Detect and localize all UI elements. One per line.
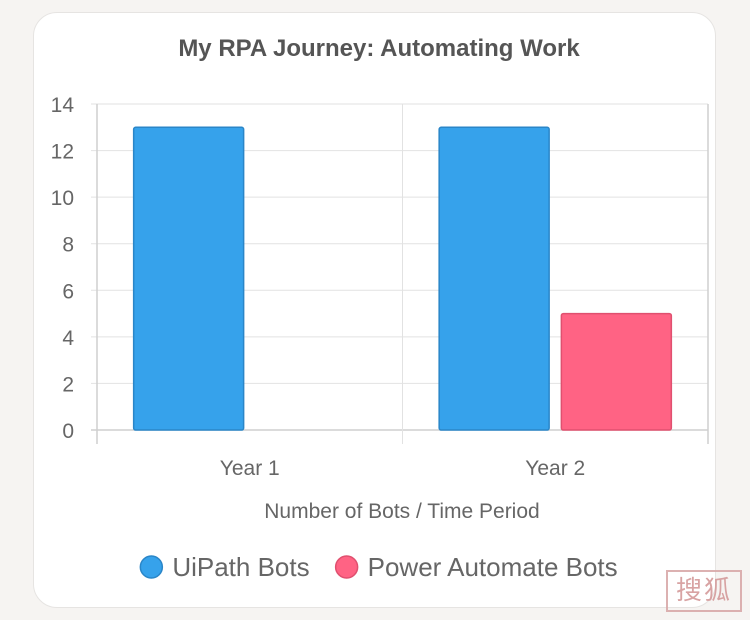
legend: UiPath Bots Power Automate Bots [139, 552, 618, 582]
bar [132, 126, 245, 431]
y-tick-label: 8 [62, 234, 74, 257]
y-tick-label: 10 [51, 187, 74, 210]
x-tick-label: Year 2 [525, 457, 585, 480]
y-tick-label: 2 [62, 373, 74, 396]
y-tick-label: 4 [62, 327, 74, 350]
chart-title: My RPA Journey: Automating Work [178, 35, 580, 62]
y-tick-label: 12 [51, 141, 74, 164]
y-tick-label: 6 [62, 280, 74, 303]
legend-swatch [139, 555, 164, 579]
legend-label: Power Automate Bots [368, 552, 618, 582]
watermark-stamp: 搜狐 [666, 570, 742, 612]
y-tick-label: 0 [62, 420, 74, 443]
y-tick-label: 14 [51, 94, 75, 117]
bars [132, 126, 673, 431]
x-tick-label: Year 1 [220, 457, 280, 480]
bar [438, 126, 550, 431]
legend-swatch [334, 555, 359, 579]
legend-label: UiPath Bots [172, 552, 309, 582]
x-axis-title: Number of Bots / Time Period [264, 500, 539, 523]
bar [560, 312, 673, 431]
